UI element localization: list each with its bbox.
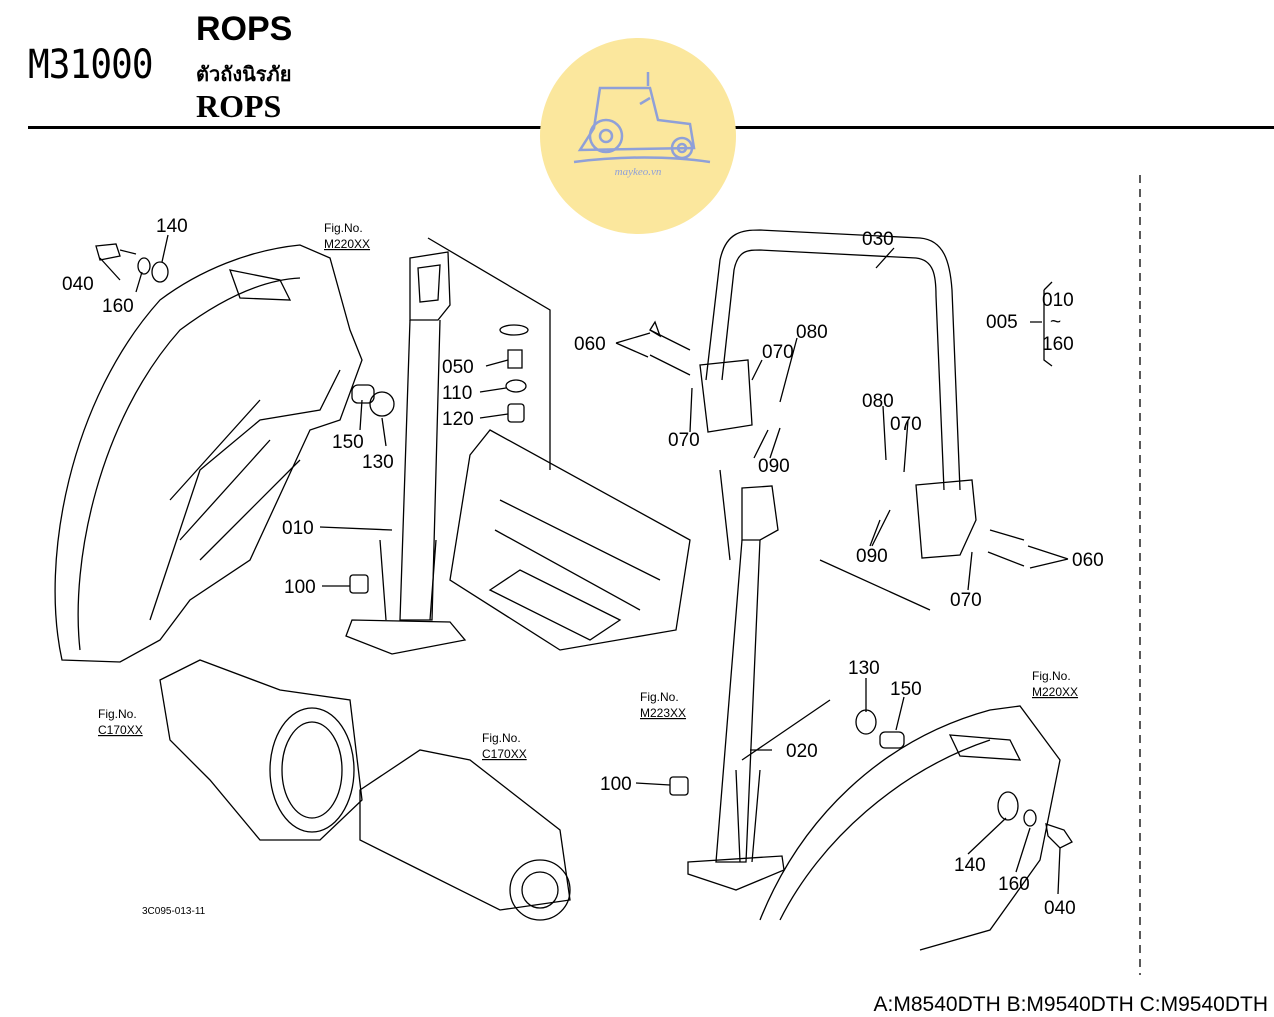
label-060-right: 060	[1072, 550, 1104, 571]
fig-ref-2-code: C170XX	[98, 723, 143, 737]
label-010-range: 010	[1042, 290, 1074, 311]
tractor-icon	[573, 72, 711, 164]
fig-ref-1-label: Fig.No.	[324, 221, 363, 235]
figure-references: Fig.No. M220XX Fig.No. C170XX Fig.No. C1…	[98, 221, 1078, 761]
label-130-right: 130	[848, 658, 880, 679]
label-010-left: 010	[282, 518, 314, 539]
drawing-number: 3C095-013-11	[142, 906, 206, 917]
label-160-range: 160	[1042, 334, 1074, 355]
page-title-en-serif: ROPS	[196, 88, 282, 124]
label-070-b: 070	[762, 342, 794, 363]
fig-ref-3-code: C170XX	[482, 747, 527, 761]
fig-ref-4-label: Fig.No.	[640, 690, 679, 704]
label-range-tilde: ~	[1050, 312, 1061, 333]
watermark-logo: maykeo.vn	[540, 38, 736, 234]
label-120: 120	[442, 409, 474, 430]
part-labels: 140 040 160 150 130 010 100 050 110 120 …	[62, 216, 1104, 919]
label-070-c: 070	[890, 414, 922, 435]
diagram-linework	[54, 175, 1141, 975]
label-110: 110	[442, 383, 472, 404]
label-100-left: 100	[284, 577, 316, 598]
fig-ref-5-label: Fig.No.	[1032, 669, 1071, 683]
fig-ref-2-label: Fig.No.	[98, 707, 137, 721]
label-090-b: 090	[856, 546, 888, 567]
label-130-left: 130	[362, 452, 394, 473]
fig-ref-1-code: M220XX	[324, 237, 370, 251]
fig-ref-4-code: M223XX	[640, 706, 686, 720]
label-090-a: 090	[758, 456, 790, 477]
label-150-left: 150	[332, 432, 364, 453]
page-title-th: ตัวถังนิรภัย	[196, 62, 292, 86]
label-070-d: 070	[950, 590, 982, 611]
watermark-text: maykeo.vn	[614, 166, 662, 178]
fig-ref-5-code: M220XX	[1032, 685, 1078, 699]
models-footer: A:M8540DTH B:M9540DTH C:M9540DTH	[873, 993, 1268, 1016]
page-code: M31000	[28, 42, 154, 88]
label-020: 020	[786, 741, 818, 762]
label-080-b: 080	[862, 391, 894, 412]
label-070-a: 070	[668, 430, 700, 451]
label-140-bottom: 140	[954, 855, 986, 876]
label-030: 030	[862, 229, 894, 250]
label-140-top: 140	[156, 216, 188, 237]
label-080-a: 080	[796, 322, 828, 343]
page-title-en: ROPS	[196, 10, 293, 48]
label-005: 005	[986, 312, 1018, 333]
label-040-top: 040	[62, 274, 94, 295]
label-040-bottom: 040	[1044, 898, 1076, 919]
label-160-top: 160	[102, 296, 134, 317]
label-150-right: 150	[890, 679, 922, 700]
label-160-bottom: 160	[998, 874, 1030, 895]
label-060-left: 060	[574, 334, 606, 355]
label-050: 050	[442, 357, 474, 378]
fig-ref-3-label: Fig.No.	[482, 731, 521, 745]
label-100-right: 100	[600, 774, 632, 795]
